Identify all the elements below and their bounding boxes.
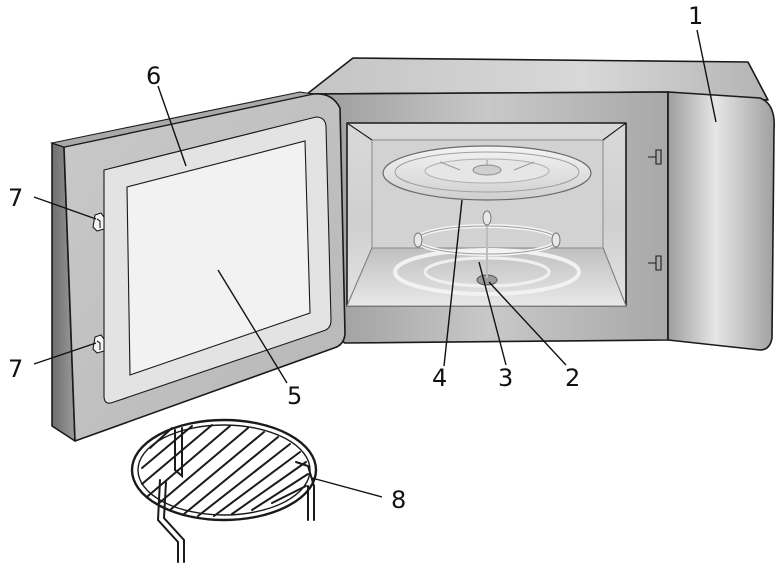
callout-7-lower: 7 xyxy=(8,355,23,383)
callout-4: 4 xyxy=(432,364,447,392)
callout-3: 3 xyxy=(498,364,513,392)
control-panel xyxy=(668,92,774,350)
callout-5: 5 xyxy=(287,382,302,410)
callout-6: 6 xyxy=(146,62,161,90)
callout-8: 8 xyxy=(391,486,406,514)
callout-7-upper: 7 xyxy=(8,184,23,212)
door-hook-upper xyxy=(93,213,104,231)
glass-turntable xyxy=(383,146,591,200)
callout-2: 2 xyxy=(565,364,580,392)
callout-1: 1 xyxy=(688,2,703,30)
leader-8 xyxy=(312,478,382,497)
grill-rack xyxy=(132,420,316,562)
